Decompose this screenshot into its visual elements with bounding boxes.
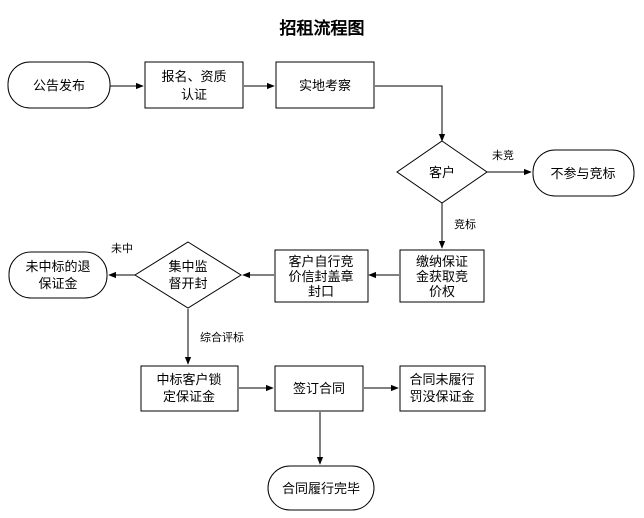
node-supervise: 集中监 督开封 [134, 241, 242, 309]
edge-label-bid: 竞标 [454, 217, 476, 231]
edge-label-not-bid: 未竞 [492, 148, 514, 162]
node-refund-label-2: 保证金 [38, 276, 77, 292]
node-complete-label: 合同履行完毕 [282, 482, 360, 497]
node-register: 报名、资质 认证 [144, 61, 244, 109]
node-self-bid-label-2: 价信封盖章 [288, 269, 353, 285]
node-penalty-label-1: 合同未履行 [409, 373, 474, 388]
node-deposit-label-3: 价权 [429, 284, 455, 300]
node-customer: 客户 [396, 140, 488, 204]
node-no-bid-label: 不参与竞标 [550, 166, 615, 182]
node-sign-label: 签订合同 [293, 381, 345, 397]
node-deposit: 缴纳保证 金获取竞 价权 [399, 249, 485, 303]
node-self-bid: 客户自行竞 价信封盖章 封口 [274, 249, 369, 303]
node-deposit-label-1: 缴纳保证 [416, 255, 468, 270]
node-sign: 签订合同 [274, 365, 364, 412]
node-refund: 未中标的退 保证金 [8, 251, 108, 299]
node-inspect: 实地考察 [275, 61, 375, 109]
node-lock: 中标客户锁 定保证金 [140, 365, 239, 412]
node-self-bid-label-3: 封口 [308, 285, 334, 300]
node-complete: 合同履行完毕 [267, 465, 375, 511]
edge-label-evaluate: 综合评标 [200, 330, 244, 344]
edge-inspect-customer [375, 85, 446, 142]
node-supervise-label-2: 督开封 [168, 277, 207, 292]
node-supervise-label-1: 集中监 [168, 259, 207, 275]
node-announce-label: 公告发布 [33, 78, 85, 94]
node-lock-label-1: 中标客户锁 [156, 372, 221, 388]
node-register-label-1: 报名、资质 [161, 69, 226, 85]
node-lock-label-2: 定保证金 [163, 389, 215, 405]
node-penalty-label-2: 罚没保证金 [409, 389, 474, 405]
node-penalty: 合同未履行 罚没保证金 [399, 365, 486, 412]
node-self-bid-label-1: 客户自行竞 [288, 254, 353, 270]
node-no-bid: 不参与竞标 [532, 149, 635, 197]
node-refund-label-1: 未中标的退 [25, 259, 90, 275]
node-deposit-label-2: 金获取竞 [416, 269, 468, 285]
node-register-label-2: 认证 [181, 88, 207, 103]
node-customer-label: 客户 [429, 165, 455, 181]
connectors [108, 82, 532, 465]
diagram-title: 招租流程图 [279, 19, 365, 39]
node-inspect-label: 实地考察 [299, 79, 351, 94]
node-announce: 公告发布 [7, 61, 111, 109]
edge-label-not-won: 未中 [111, 242, 133, 255]
